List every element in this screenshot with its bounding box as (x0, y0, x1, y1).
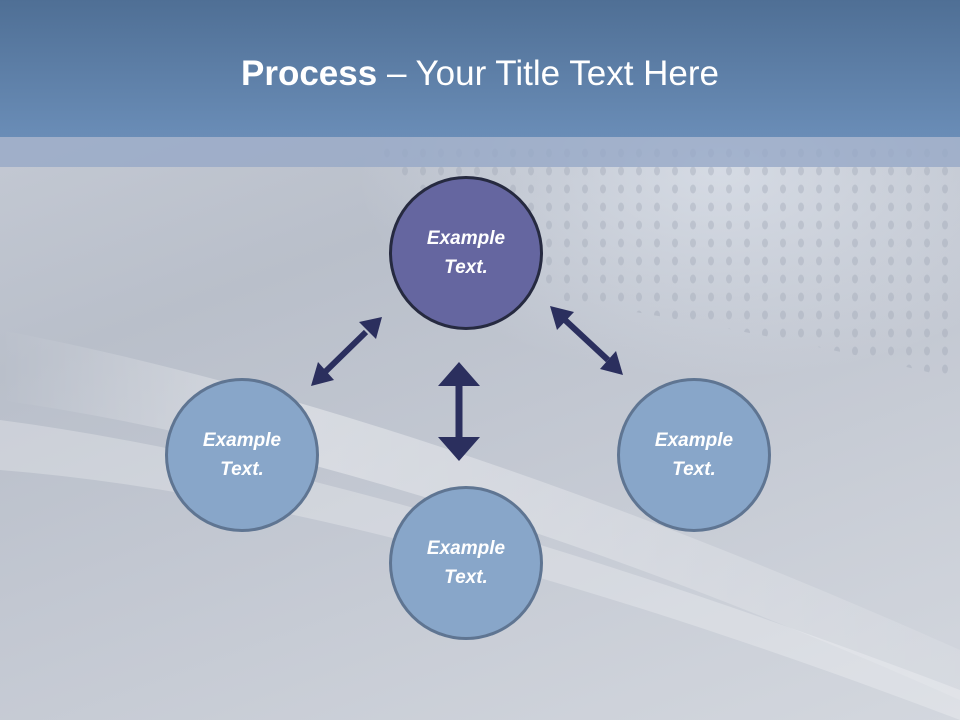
node-right: Example Text. (617, 378, 771, 532)
node-left: Example Text. (165, 378, 319, 532)
title-bar (0, 0, 960, 137)
title-strip (0, 137, 960, 167)
title-bold: Process (241, 54, 378, 93)
title-rest: – Your Title Text Here (377, 54, 719, 93)
node-top: Example Text. (389, 176, 543, 330)
node-bottom: Example Text. (389, 486, 543, 640)
slide-title: Process – Your Title Text Here (0, 52, 960, 96)
